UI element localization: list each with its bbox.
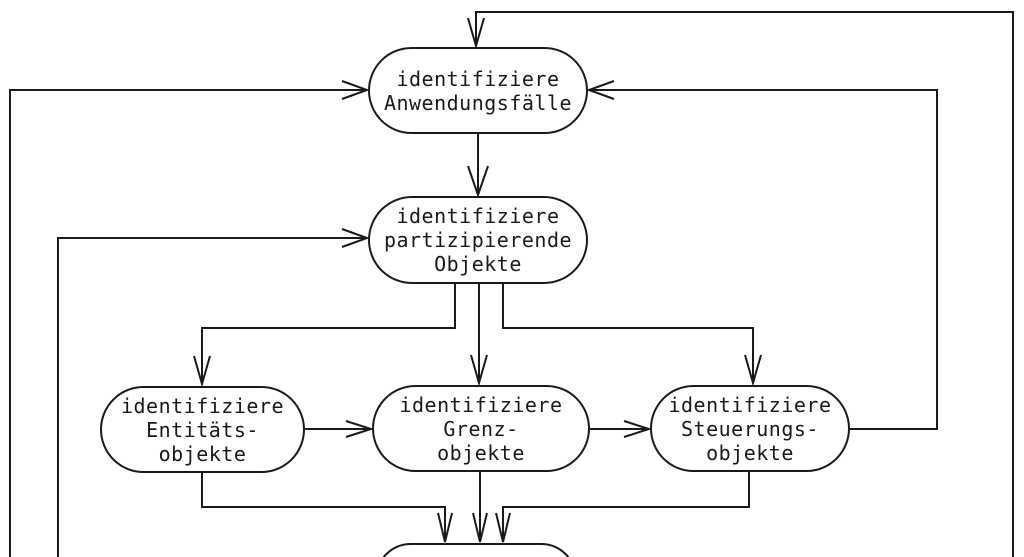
node-label-line: objekte <box>437 440 525 465</box>
edge-feedback-steuerungs-anwendungsfaelle <box>586 80 938 430</box>
node-label-line: identifiziere <box>120 393 285 418</box>
node-label-line: Anwendungsfälle <box>383 90 573 115</box>
node-label-line: objekte <box>158 441 247 466</box>
edge-steuerungs-merge <box>495 472 750 543</box>
node-label-line: Objekte <box>434 252 522 276</box>
edge-anwendungsfaelle-partizipierende <box>467 134 489 199</box>
node-label-line: Entitäts- <box>146 417 259 442</box>
node-merge-cut-off-at-bottom <box>375 543 577 557</box>
edge-feedback-left-outer <box>9 80 370 557</box>
edge-entitaets-merge <box>201 473 453 543</box>
node-label-line: identifiziere <box>396 204 560 228</box>
edge-grenz-steuerungs <box>590 420 653 438</box>
edge-partizipierende-grenz <box>470 284 488 387</box>
node-identifiziere-anwendungsfaelle: identifiziere Anwendungsfälle <box>368 47 588 134</box>
node-identifiziere-steuerungsobjekte: identifiziere Steuerungs- objekte <box>650 385 850 472</box>
edge-grenz-merge <box>472 472 488 543</box>
node-identifiziere-entitaetsobjekte: identifiziere Entitäts- objekte <box>100 386 305 473</box>
node-identifiziere-partizipierende-objekte: identifiziere partizipierende Objekte <box>368 196 588 284</box>
edge-feedback-right-outer <box>467 11 1014 557</box>
edge-partizipierende-entitaets <box>193 284 456 388</box>
edge-entitaets-grenz <box>305 420 375 438</box>
node-label-line: identifiziere <box>399 392 563 417</box>
node-label-line: Steuerungs- <box>681 416 819 441</box>
edge-feedback-left-inner <box>57 228 370 557</box>
node-label-line: Grenz- <box>443 416 519 441</box>
node-label-line: objekte <box>706 440 794 465</box>
node-label-line: identifiziere <box>396 66 560 91</box>
node-label-line: partizipierende <box>383 228 573 252</box>
node-label-line: identifiziere <box>668 392 832 417</box>
node-identifiziere-grenzobjekte: identifiziere Grenz- objekte <box>372 385 590 472</box>
edge-partizipierende-steuerungs <box>502 284 762 387</box>
